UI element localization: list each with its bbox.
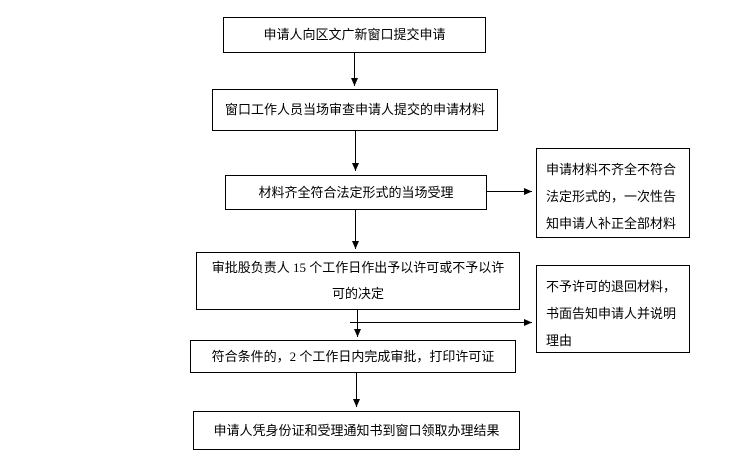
flow-node-supplement-materials: 申请材料不齐全不符合法定形式的，一次性告知申请人补正全部材料 [536, 148, 690, 238]
flow-node-approval-decision: 审批股负责人 15 个工作日作出予以许可或不予以许可的决定 [196, 252, 520, 310]
flow-node-submit-application: 申请人向区文广新窗口提交申请 [223, 17, 486, 53]
flow-node-onsite-review: 窗口工作人员当场审查申请人提交的申请材料 [212, 89, 498, 131]
flow-node-rejection-notice: 不予许可的退回材料，书面告知申请人并说明理由 [536, 265, 690, 353]
flow-node-collect-result: 申请人凭身份证和受理通知书到窗口领取办理结果 [193, 411, 520, 450]
flow-node-onsite-acceptance: 材料齐全符合法定形式的当场受理 [225, 175, 487, 210]
flow-node-complete-approval: 符合条件的，2 个工作日内完成审批，打印许可证 [190, 340, 516, 373]
